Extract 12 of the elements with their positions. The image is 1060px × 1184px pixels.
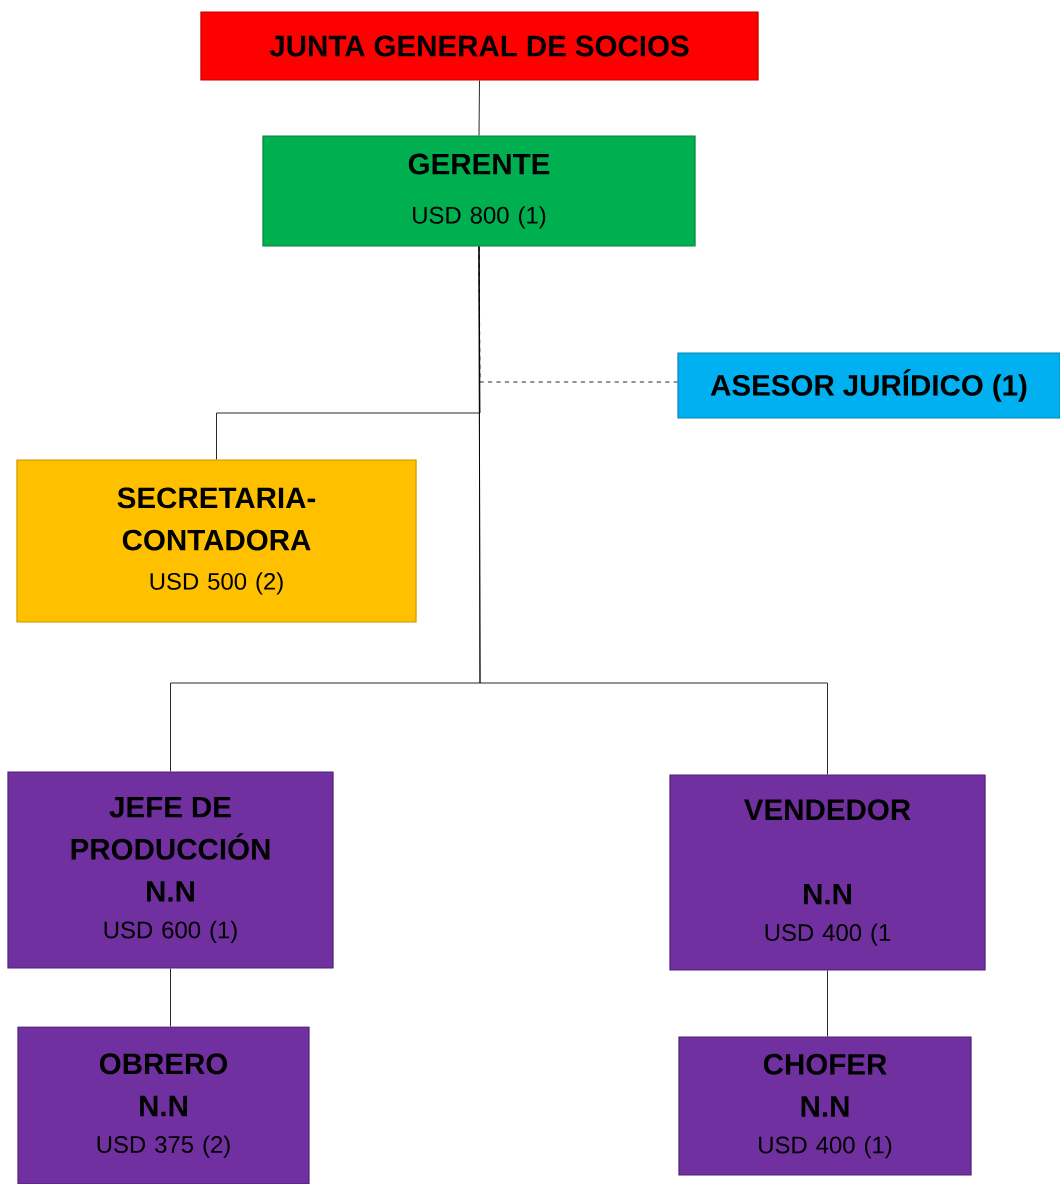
connector-line [478, 80, 480, 136]
connector-line [478, 246, 828, 775]
position-box: ASESOR JURÍDICO (1) [677, 352, 1060, 419]
position-box: SECRETARIA- CONTADORA USD 500 (2) [16, 459, 417, 623]
position-box: JUNTA GENERAL DE SOCIOS [200, 11, 759, 81]
connector-line [170, 968, 171, 1027]
position-box: VENDEDOR N.N USD 400 (1 [669, 774, 986, 971]
connector-line [827, 970, 828, 1037]
position-box: OBRERO N.N USD 375 (2) [17, 1026, 310, 1184]
position-box: CHOFER N.N USD 400 (1) [678, 1036, 972, 1176]
position-box: JEFE DE PRODUCCIÓN N.N USD 600 (1) [7, 771, 334, 969]
position-box: GERENTE USD 800 (1) [262, 135, 696, 247]
